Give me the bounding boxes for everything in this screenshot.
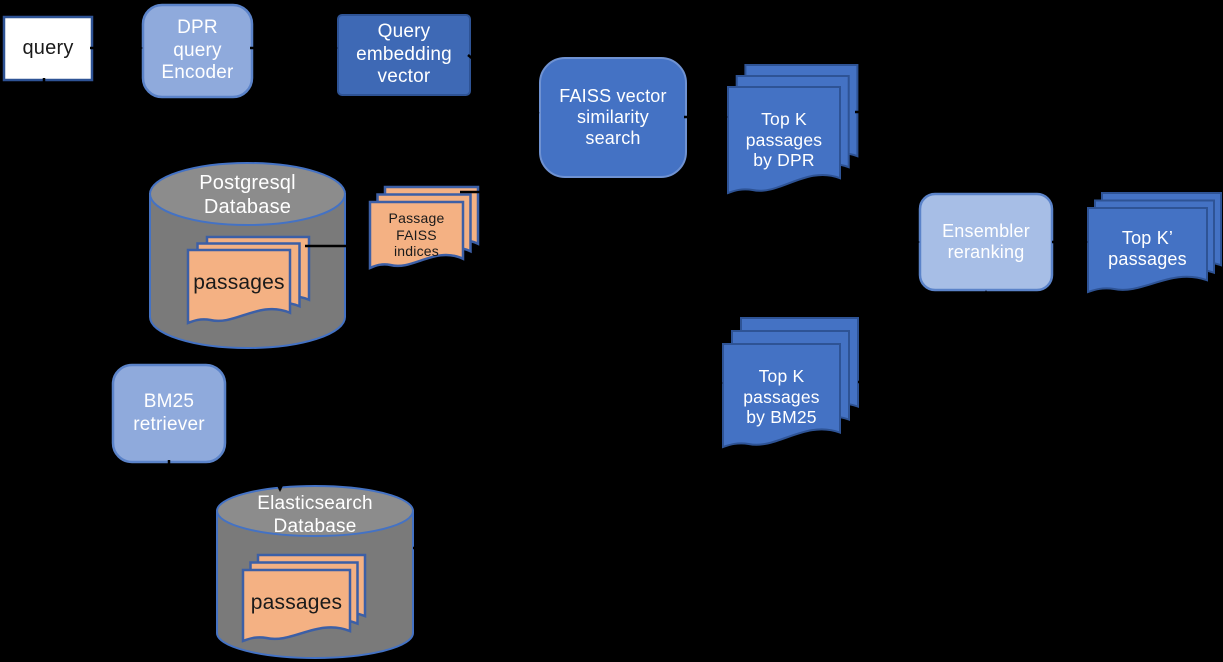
arrow-query-to-bm25 xyxy=(42,78,109,418)
arrow-topk-dpr-to-ensembler xyxy=(855,110,920,247)
pg-passages-stack xyxy=(186,235,311,325)
topk-dpr-stack xyxy=(727,64,859,195)
document-sheet xyxy=(1087,207,1208,294)
arrow-embedding-to-faiss xyxy=(467,54,540,114)
arrow-esdb-to-topk-bm25 xyxy=(413,378,723,550)
topk-bm25-stack xyxy=(722,317,859,449)
arrow-topk-bm25-to-ensembler xyxy=(858,290,991,384)
document-sheet xyxy=(186,248,292,325)
ensembler-reranking-node xyxy=(918,192,1054,292)
dpr-query-encoder-node xyxy=(141,3,254,99)
bm25-retriever-node xyxy=(111,363,227,464)
document-sheet xyxy=(368,200,465,270)
document-sheet xyxy=(241,568,352,643)
document-sheet xyxy=(727,86,841,195)
query-node xyxy=(2,15,94,82)
document-sheet xyxy=(722,343,841,449)
arrow-indices-to-faiss xyxy=(460,182,567,194)
arrow-bm25-to-esdb xyxy=(167,460,285,492)
faiss-similarity-search-node xyxy=(539,57,687,178)
topk-prime-stack xyxy=(1087,192,1222,294)
passage-faiss-indices-stack xyxy=(368,185,480,270)
es-passages-stack xyxy=(241,553,367,643)
query-embedding-vector-node xyxy=(337,14,471,96)
